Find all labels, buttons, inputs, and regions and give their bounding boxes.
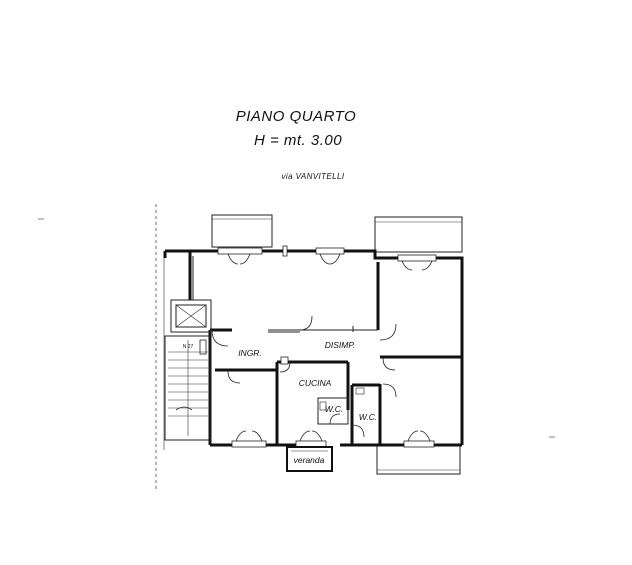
window-bottom-left — [231, 430, 267, 448]
stairwell — [164, 335, 211, 441]
window-top-1 — [217, 247, 263, 265]
balcony-top-right — [374, 216, 463, 253]
window-bottom-right — [403, 430, 435, 448]
plan-title: PIANO QUARTO — [236, 108, 356, 125]
ingresso-walls — [210, 328, 277, 384]
wc-1-walls — [317, 397, 349, 425]
stair-number-label: N 27 — [183, 344, 194, 350]
room-label-veranda: veranda — [294, 455, 325, 465]
window-top-3 — [397, 254, 437, 271]
corridor-disimpegno — [268, 315, 378, 333]
cucina-walls — [275, 356, 350, 445]
balcony-top-left — [211, 214, 273, 248]
street-label: via VANVITELLI — [282, 172, 345, 181]
veranda-box — [286, 446, 333, 472]
window-cucina — [295, 430, 327, 448]
wc-2-walls — [350, 383, 380, 445]
column-top — [282, 245, 288, 257]
door-lower-bedroom — [382, 357, 396, 371]
room-label-wc-2: W.C. — [359, 412, 378, 422]
entrance-door-frame — [199, 339, 207, 355]
balcony-bottom-right — [376, 444, 461, 475]
window-top-2 — [315, 247, 345, 265]
door-wc-2 — [382, 383, 397, 398]
room-label-wc-1: W.C. — [325, 404, 344, 414]
elevator-shaft — [170, 256, 212, 333]
room-label-cucina: CUCINA — [299, 378, 332, 388]
room-label-disimpegno: DISIMP. — [325, 340, 356, 350]
door-right-bedroom — [379, 323, 397, 341]
room-label-ingresso: INGR. — [238, 348, 262, 358]
plan-height-label: H = mt. 3.00 — [254, 132, 342, 149]
